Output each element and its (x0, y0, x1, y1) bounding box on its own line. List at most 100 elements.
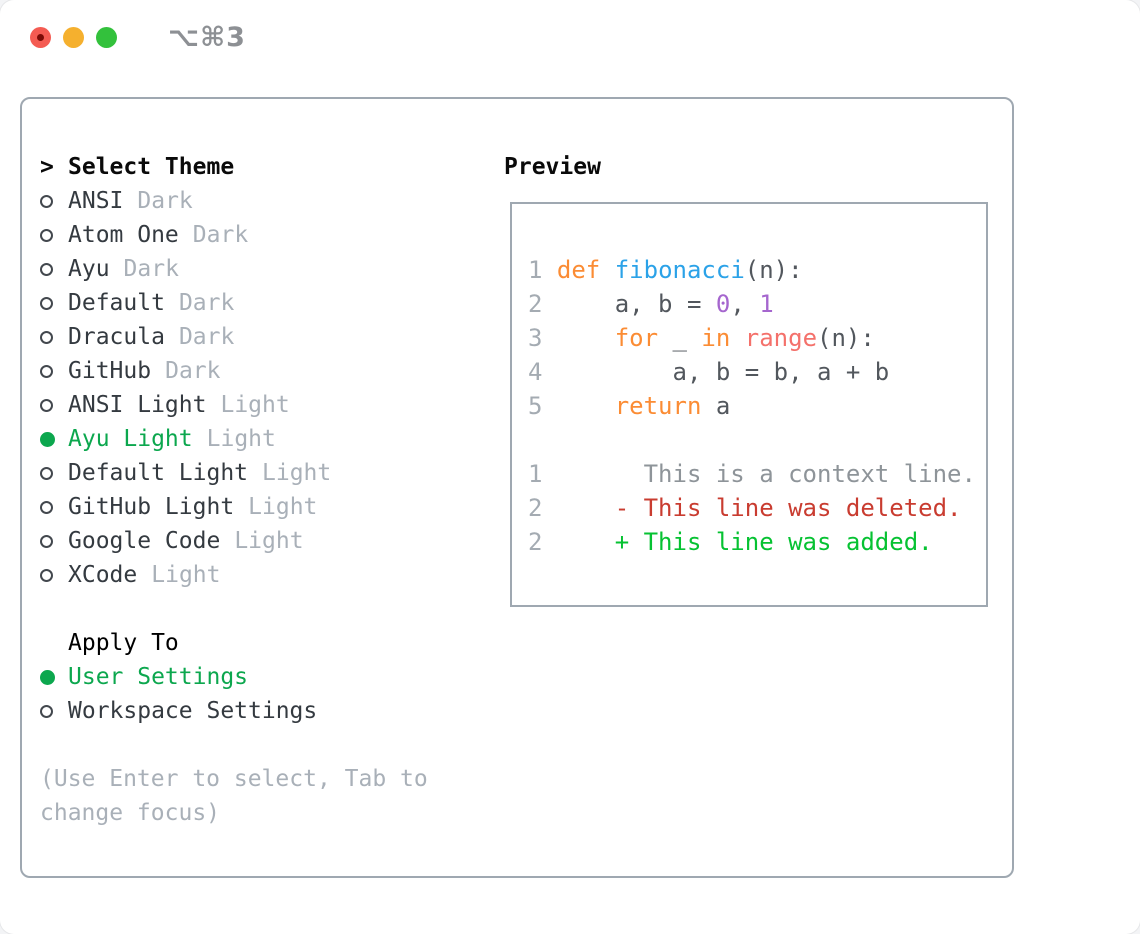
theme-item-atom-one[interactable]: Atom One Dark (40, 218, 428, 252)
hint-text-line: (Use Enter to select, Tab to (40, 766, 428, 792)
theme-item-github-light[interactable]: GitHub Light Light (40, 490, 428, 524)
code-token-keyword: return (614, 392, 702, 420)
code-line: 5 return a (528, 389, 986, 423)
theme-name: Dracula (68, 324, 165, 350)
keyboard-hint: (Use Enter to select, Tab to change focus… (40, 762, 428, 830)
code-line: 4 a, b = b, a + b (528, 355, 986, 389)
theme-item-dracula[interactable]: Dracula Dark (40, 320, 428, 354)
line-number (528, 426, 557, 454)
radio-icon (40, 398, 68, 412)
theme-name: Default Light (68, 460, 249, 486)
code-token-number: 1 (759, 290, 774, 318)
close-button[interactable] (30, 27, 51, 48)
code-line: 3 for _ in range(n): (528, 321, 986, 355)
apply-item-workspace-settings[interactable]: Workspace Settings (40, 694, 428, 728)
code-line: 2 - This line was deleted. (528, 491, 986, 525)
code-token-number: 0 (715, 290, 731, 318)
radio-icon (40, 534, 68, 548)
code-token-context: This is a context line. (556, 460, 976, 488)
theme-variant: Dark (192, 222, 249, 248)
theme-item-ayu[interactable]: Ayu Dark (40, 252, 428, 286)
code-token-plain (557, 324, 615, 352)
code-token-plain: (n): (817, 324, 875, 352)
theme-variant: Light (220, 392, 290, 418)
theme-variant: Dark (178, 324, 235, 350)
apply-item-user-settings[interactable]: User Settings (40, 660, 428, 694)
code-token-added: + This line was added. (556, 528, 933, 556)
code-token-keyword: in (701, 324, 731, 352)
theme-variant: Light (262, 460, 332, 486)
line-number: 2 (528, 290, 557, 318)
line-number: 2 (528, 528, 557, 556)
radio-icon (40, 228, 68, 242)
cursor-arrow-icon: > (40, 154, 54, 180)
theme-name: Ayu Light (68, 426, 193, 452)
theme-item-ansi-light[interactable]: ANSI Light Light (40, 388, 428, 422)
code-token-keyword: for (614, 324, 659, 352)
theme-item-ayu-light[interactable]: Ayu Light Light (40, 422, 428, 456)
radio-icon (40, 466, 68, 480)
preview-title: Preview (504, 154, 601, 180)
code-token-plain: (n): (744, 256, 803, 284)
theme-name: Google Code (68, 528, 221, 554)
apply-to-title: Apply To (68, 630, 179, 656)
theme-name: Default (68, 290, 165, 316)
hint-text-line: change focus) (40, 800, 221, 826)
theme-list-title: Select Theme (68, 154, 235, 180)
theme-variant: Light (151, 562, 221, 588)
code-line: 1 This is a context line. (528, 457, 986, 491)
zoom-button[interactable] (96, 27, 117, 48)
code-token-plain: a (701, 392, 731, 420)
theme-variant: Light (248, 494, 318, 520)
radio-icon (40, 296, 68, 310)
code-token-plain: a, b = b, a + b (556, 358, 890, 386)
code-token-plain: _ (658, 324, 702, 352)
radio-icon (40, 568, 68, 582)
minimize-button[interactable] (63, 27, 84, 48)
theme-name: GitHub (68, 358, 152, 384)
code-token-plain (557, 392, 615, 420)
code-token-builtin: range (744, 324, 818, 352)
code-token-plain: a, b = (556, 290, 716, 318)
theme-name: XCode (68, 562, 138, 588)
code-token-plain (730, 324, 744, 352)
code-token-deleted: - This line was deleted. (556, 494, 962, 522)
theme-variant: Dark (123, 256, 179, 282)
theme-variant: Light (206, 426, 276, 452)
theme-name: Atom One (68, 222, 179, 248)
radio-selected-icon (40, 431, 68, 447)
traffic-lights (30, 27, 117, 48)
line-number: 1 (528, 460, 557, 488)
radio-icon (40, 262, 68, 276)
line-number: 2 (528, 494, 557, 522)
radio-icon (40, 194, 68, 208)
code-line: 2 a, b = 0, 1 (528, 287, 986, 321)
line-number: 3 (528, 324, 557, 352)
radio-icon (40, 704, 68, 718)
line-number: 4 (528, 358, 557, 386)
code-line: 1 def fibonacci(n): (528, 253, 986, 287)
radio-icon (40, 330, 68, 344)
theme-item-default-light[interactable]: Default Light Light (40, 456, 428, 490)
window-title-shortcut: ⌥⌘3 (168, 22, 246, 53)
theme-name: GitHub Light (68, 494, 235, 520)
apply-to-header-row: Apply To (40, 626, 428, 660)
code-line: 2 + This line was added. (528, 525, 986, 559)
theme-name: ANSI Light (68, 392, 207, 418)
radio-icon (40, 500, 68, 514)
code-line (528, 423, 986, 457)
theme-name: Ayu (68, 256, 110, 282)
line-number: 1 (528, 256, 557, 284)
theme-name: ANSI (68, 188, 124, 214)
theme-item-xcode[interactable]: XCode Light (40, 558, 428, 592)
